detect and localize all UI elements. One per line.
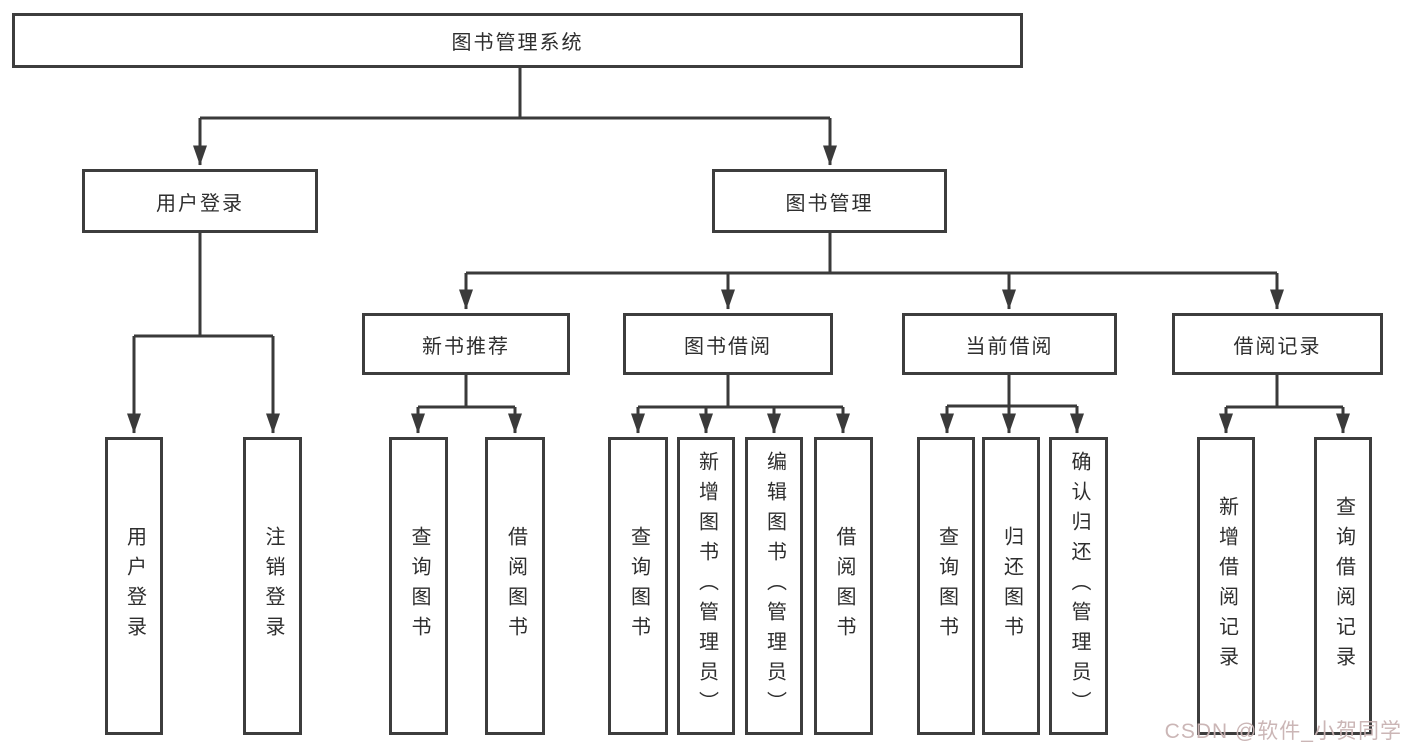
leaf-records-add-record: 新增借阅记录 xyxy=(1197,437,1255,735)
leaf-borrowing-add-books-admin: 新增图书（管理员） xyxy=(677,437,735,735)
leaf-logout: 注销登录 xyxy=(243,437,302,735)
node-new-book-recommend: 新书推荐 xyxy=(362,313,570,375)
node-current-borrowing-label: 当前借阅 xyxy=(965,335,1054,358)
leaf-current-query-books: 查询图书 xyxy=(917,437,975,735)
node-borrowing-records-label: 借阅记录 xyxy=(1233,335,1322,358)
node-book-management: 图书管理 xyxy=(712,169,947,233)
leaf-current-confirm-return-admin: 确认归还（管理员） xyxy=(1049,437,1108,735)
leaf-recommend-query-books: 查询图书 xyxy=(389,437,448,735)
leaf-borrowing-query-books: 查询图书 xyxy=(608,437,668,735)
leaf-records-add-record-label: 新增借阅记录 xyxy=(1215,496,1238,676)
leaf-logout-label: 注销登录 xyxy=(262,526,284,646)
leaf-user-login-label: 用户登录 xyxy=(123,526,146,646)
node-user-login-label: 用户登录 xyxy=(156,192,244,215)
connector-recommend-trunk xyxy=(418,375,515,409)
node-borrowing-records: 借阅记录 xyxy=(1172,313,1383,375)
leaf-user-login: 用户登录 xyxy=(105,437,163,735)
node-new-book-recommend-label: 新书推荐 xyxy=(422,335,510,358)
connector-borrowing-trunk xyxy=(638,375,843,409)
connector-records-trunk xyxy=(1226,375,1343,409)
connector-user-login-trunk xyxy=(134,233,273,338)
node-root-label: 图书管理系统 xyxy=(451,32,584,54)
connector-book-management-trunk xyxy=(466,233,1277,275)
node-current-borrowing: 当前借阅 xyxy=(902,313,1117,375)
connector-current-trunk xyxy=(947,375,1077,408)
leaf-borrowing-edit-books-admin: 编辑图书（管理员） xyxy=(745,437,803,735)
leaf-current-return-books-label: 归还图书 xyxy=(1000,526,1023,646)
leaf-borrowing-query-books-label: 查询图书 xyxy=(627,526,650,646)
leaf-current-query-books-label: 查询图书 xyxy=(935,526,958,646)
node-root: 图书管理系统 xyxy=(12,13,1023,68)
leaf-borrowing-borrow-books-label: 借阅图书 xyxy=(833,526,855,646)
leaf-records-query-record: 查询借阅记录 xyxy=(1314,437,1372,735)
leaf-current-confirm-return-admin-label: 确认归还（管理员） xyxy=(1068,451,1090,721)
leaf-recommend-query-books-label: 查询图书 xyxy=(408,526,430,646)
watermark: CSDN @软件_小贺同学 xyxy=(1164,720,1402,743)
leaf-borrowing-edit-books-admin-label: 编辑图书（管理员） xyxy=(763,451,786,721)
node-book-borrowing: 图书借阅 xyxy=(623,313,833,375)
leaf-records-query-record-label: 查询借阅记录 xyxy=(1332,496,1355,676)
node-user-login: 用户登录 xyxy=(82,169,318,233)
node-book-borrowing-label: 图书借阅 xyxy=(684,335,772,358)
leaf-recommend-borrow-books-label: 借阅图书 xyxy=(504,526,527,646)
leaf-borrowing-add-books-admin-label: 新增图书（管理员） xyxy=(695,451,718,721)
leaf-current-return-books: 归还图书 xyxy=(982,437,1040,735)
leaf-recommend-borrow-books: 借阅图书 xyxy=(485,437,545,735)
leaf-borrowing-borrow-books: 借阅图书 xyxy=(814,437,873,735)
connector-root-trunk xyxy=(200,68,830,120)
node-book-management-label: 图书管理 xyxy=(785,192,874,215)
